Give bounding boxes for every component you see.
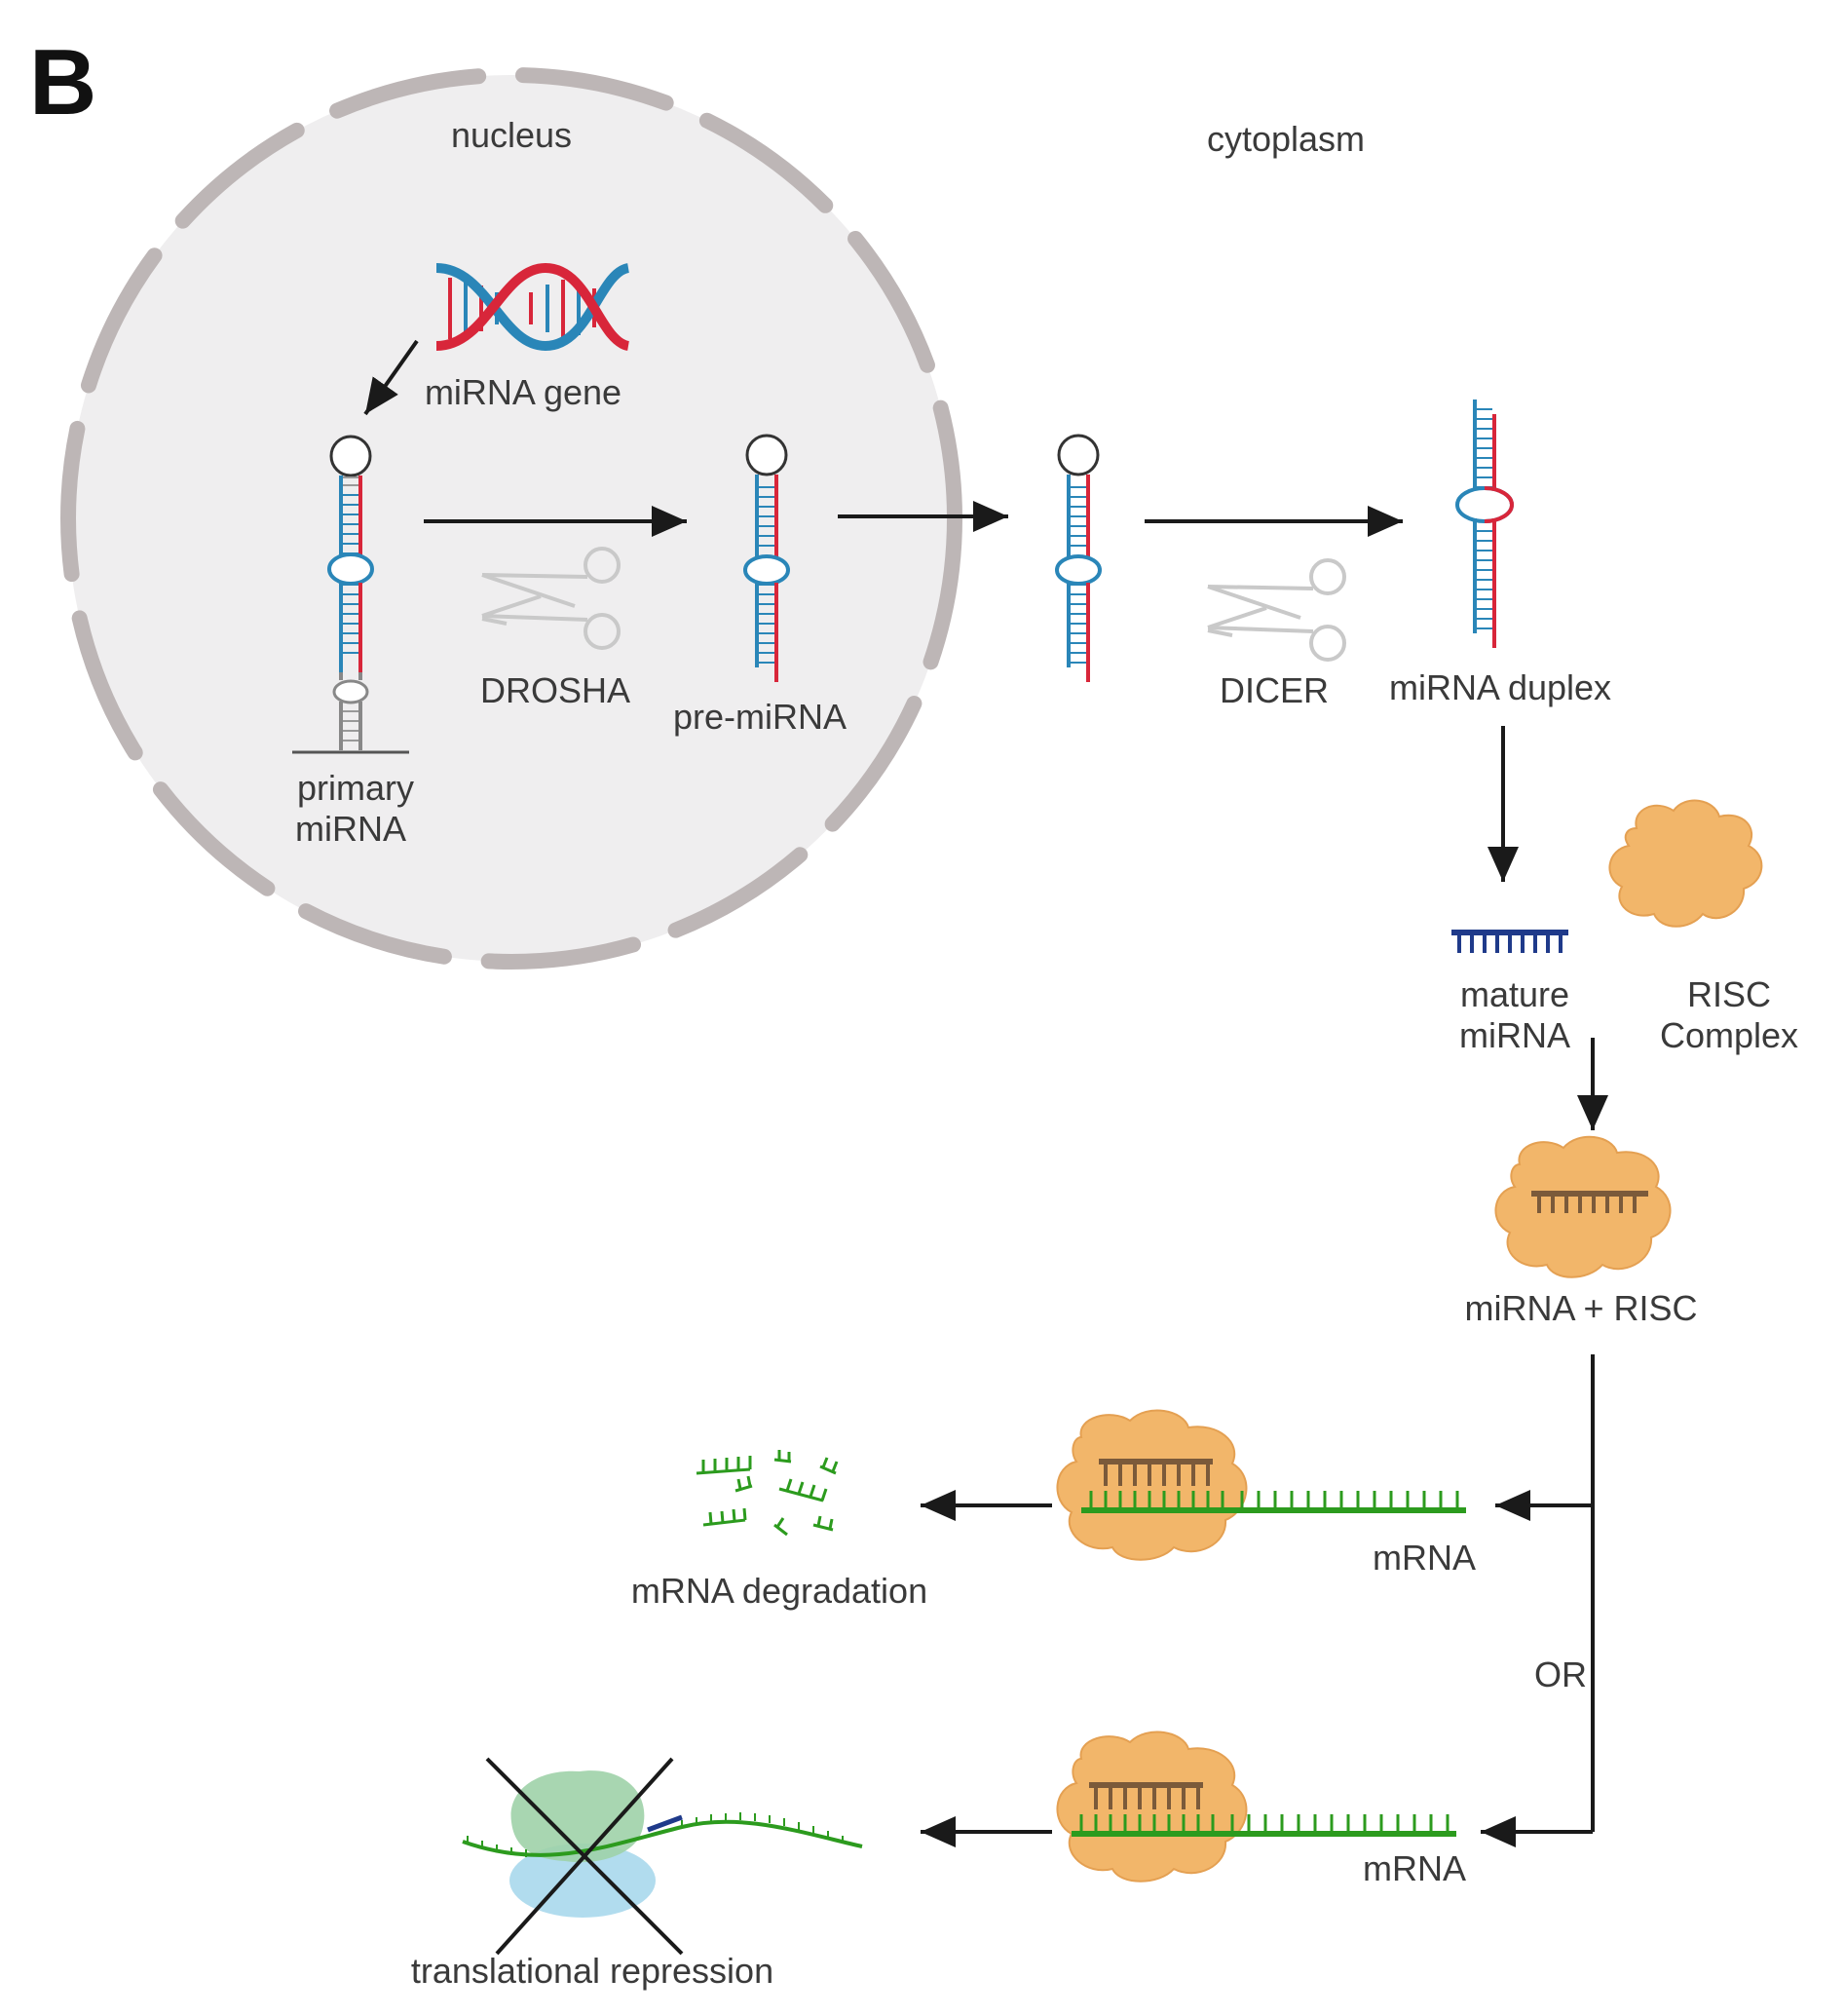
pre-mirna-label: pre-miRNA	[672, 697, 847, 737]
mature-mirna-label-line2: miRNA	[1459, 1015, 1570, 1055]
mirna-duplex-label: miRNA duplex	[1388, 667, 1612, 707]
risc-label-line2: Complex	[1659, 1015, 1799, 1055]
dicer-scissors-icon	[1207, 558, 1346, 662]
mrna-risc-target-bottom	[1056, 1731, 1456, 1883]
risc-label-line1: RISC	[1686, 974, 1772, 1014]
dicer-label: DICER	[1219, 670, 1330, 710]
branch-connector	[1481, 1354, 1595, 1847]
mature-mirna-icon	[1451, 930, 1568, 953]
mrna-label-bottom: mRNA	[1363, 1848, 1466, 1888]
nucleus-label: nucleus	[450, 115, 573, 155]
mrna-risc-target-top	[1056, 1409, 1466, 1561]
pre-mirna-hairpin	[743, 434, 790, 682]
mrna-label-top: mRNA	[1373, 1538, 1476, 1578]
primary-mirna-label-line2: miRNA	[295, 809, 406, 849]
mature-mirna-label-line1: mature	[1459, 974, 1570, 1014]
blocked-ribosome-icon	[462, 1757, 863, 1956]
mirna-gene-label: miRNA gene	[424, 372, 622, 412]
dna-helix-icon	[435, 262, 630, 352]
primary-mirna-hairpin	[292, 435, 409, 754]
cytoplasm-label: cytoplasm	[1206, 119, 1366, 159]
risc-complex-icon	[1608, 799, 1763, 928]
mrna-degradation-label: mRNA degradation	[630, 1571, 928, 1611]
nucleus	[60, 67, 962, 970]
drosha-scissors-icon	[481, 547, 621, 650]
translational-repression-label: translational repression	[410, 1951, 774, 1991]
panel-letter: B	[29, 30, 97, 134]
mirna-duplex-icon	[1455, 399, 1514, 648]
degraded-mrna-fragments-icon	[696, 1450, 839, 1537]
exported-pre-mirna-hairpin	[1055, 434, 1102, 682]
arrow-gene-to-primary	[363, 339, 419, 416]
primary-mirna-label-line1: primary	[296, 768, 415, 808]
mirna-risc-label: miRNA + RISC	[1464, 1288, 1698, 1328]
mirna-risc-complex-icon	[1494, 1135, 1672, 1278]
drosha-label: DROSHA	[479, 670, 631, 710]
or-label: OR	[1534, 1655, 1587, 1694]
